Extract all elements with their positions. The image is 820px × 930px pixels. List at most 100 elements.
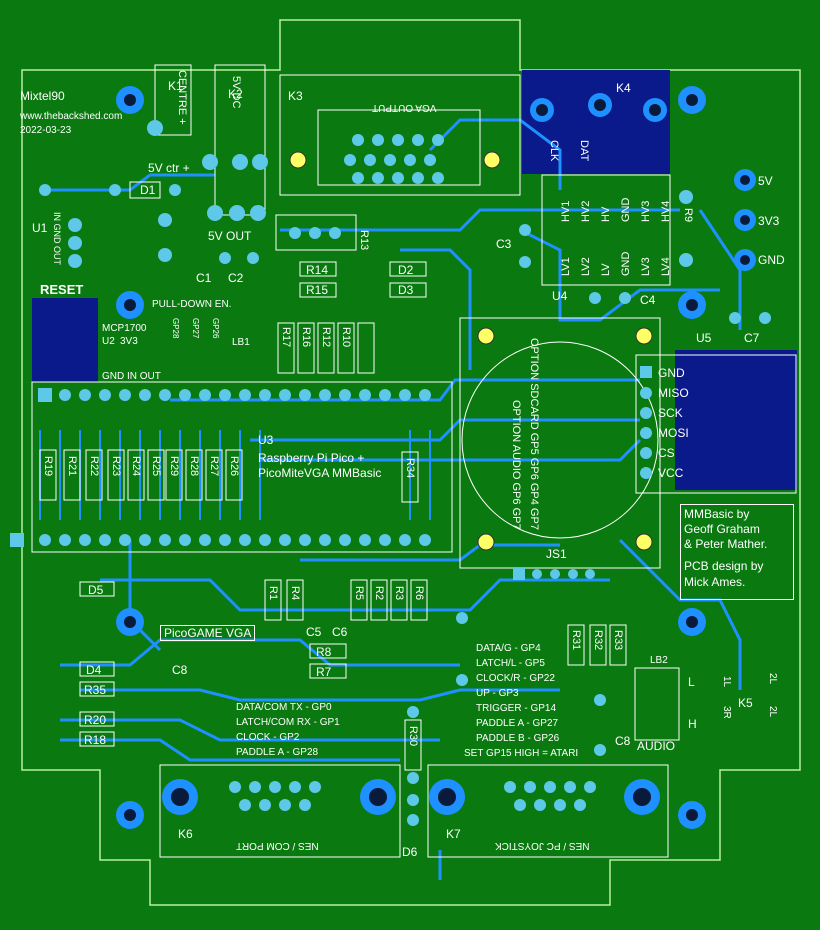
k6-text: NES / COM PORT bbox=[236, 840, 319, 851]
k7-text: NES / PC JOYSTICK bbox=[495, 840, 590, 851]
d5-label: D5 bbox=[88, 583, 104, 597]
lb1-label: LB1 bbox=[232, 337, 250, 348]
u5-label: U5 bbox=[696, 331, 712, 345]
sd-pin-gnd: GND bbox=[658, 366, 685, 380]
k3-text: VGA OUTPUT bbox=[372, 102, 437, 113]
k4-dat: DAT bbox=[578, 140, 590, 162]
r33-label: R33 bbox=[612, 630, 624, 651]
r15-label: R15 bbox=[306, 283, 329, 297]
u2-pins: GND IN OUT bbox=[102, 371, 161, 382]
u3-label: U3 bbox=[258, 433, 274, 447]
sd-pin-mosi: MOSI bbox=[658, 426, 689, 440]
sd-text-2: OPTION AUDIO GP6 GP7 bbox=[510, 400, 522, 530]
r21-label: R21 bbox=[66, 456, 78, 477]
nes-left-1: DATA/COM TX - GP0 bbox=[236, 702, 332, 713]
r29-label: R29 bbox=[168, 456, 180, 477]
nes-right-7: PADDLE B - GP26 bbox=[476, 733, 560, 744]
r14-label: R14 bbox=[306, 263, 329, 277]
nes-right-4: UP - GP3 bbox=[476, 688, 519, 699]
u5-copper bbox=[675, 350, 797, 490]
k7-label: K7 bbox=[446, 827, 461, 841]
hv-4: GND bbox=[620, 197, 632, 222]
u2-33: 3V3 bbox=[120, 336, 138, 347]
nes-left-4: PADDLE A - GP28 bbox=[236, 747, 319, 758]
lv-3: LV bbox=[600, 263, 612, 276]
c6-label: C6 bbox=[332, 625, 348, 639]
c2-label: C2 bbox=[228, 271, 244, 285]
r17-label: R17 bbox=[280, 327, 292, 348]
r7-label: R7 bbox=[316, 665, 332, 679]
r25-label: R25 bbox=[150, 456, 162, 477]
r1-label: R1 bbox=[267, 586, 279, 601]
nes-right-5: TRIGGER - GP14 bbox=[476, 703, 557, 714]
r3-label: R3 bbox=[393, 586, 405, 601]
title-line2: PicoMiteVGA MMBasic bbox=[258, 466, 382, 480]
r32-label: R32 bbox=[592, 630, 604, 651]
power-3v3: 3V3 bbox=[758, 214, 780, 228]
k2-text: 5V DC bbox=[230, 76, 242, 109]
lv-6: LV4 bbox=[660, 257, 672, 276]
sd-pin-cs: CS bbox=[658, 446, 675, 460]
gp26-label: GP26 bbox=[211, 318, 220, 339]
c8b-label: C8 bbox=[615, 734, 631, 748]
r8-label: R8 bbox=[316, 645, 332, 659]
hv-3: HV bbox=[600, 206, 612, 222]
credit-box bbox=[680, 504, 794, 600]
r5-label: R5 bbox=[353, 586, 365, 601]
hv-6: HV4 bbox=[660, 200, 672, 222]
js1-label: JS1 bbox=[546, 547, 567, 561]
lv-1: LV1 bbox=[560, 257, 572, 276]
hv-2: HV2 bbox=[580, 200, 592, 222]
nes-left-3: CLOCK - GP2 bbox=[236, 732, 300, 743]
u2-label: U2 bbox=[102, 336, 115, 347]
author-name: Mixtel90 bbox=[20, 89, 65, 103]
power-gnd: GND bbox=[758, 253, 785, 267]
d6-label: D6 bbox=[402, 845, 418, 859]
d3-label: D3 bbox=[398, 283, 414, 297]
sd-pin-sck: SCK bbox=[658, 406, 683, 420]
c8-label: C8 bbox=[172, 663, 188, 677]
nes-right-1: DATA/G - GP4 bbox=[476, 643, 541, 654]
r16-label: R16 bbox=[300, 327, 312, 348]
author-url: www.thebackshed.com bbox=[20, 111, 123, 122]
r35-label: R35 bbox=[84, 683, 107, 697]
author-date: 2022-03-23 bbox=[20, 125, 72, 136]
audio-2l: 2L bbox=[767, 673, 778, 685]
audio-3r: 3R bbox=[721, 706, 732, 719]
r27-label: R27 bbox=[208, 456, 220, 477]
k1-text: CENTRE + bbox=[176, 70, 188, 125]
audio-h: H bbox=[688, 717, 697, 731]
r10-label: R10 bbox=[340, 327, 352, 348]
d1-label: D1 bbox=[140, 183, 156, 197]
nes-right-6: PADDLE A - GP27 bbox=[476, 718, 559, 729]
credit-5: Mick Ames. bbox=[684, 575, 746, 589]
title-line1: Raspberry Pi Pico + bbox=[258, 451, 365, 465]
k4-copper bbox=[522, 70, 670, 174]
power-5v: 5V bbox=[758, 174, 773, 188]
k4-clk: CLK bbox=[548, 140, 560, 162]
credit-3: & Peter Mather. bbox=[684, 537, 768, 551]
r6-label: R6 bbox=[413, 586, 425, 601]
c4-label: C4 bbox=[640, 293, 656, 307]
nes-left-2: LATCH/COM RX - GP1 bbox=[236, 717, 340, 728]
k4-label: K4 bbox=[616, 81, 631, 95]
nes-right-2: LATCH/L - GP5 bbox=[476, 658, 545, 669]
lv-4: GND bbox=[620, 251, 632, 276]
mcp-label: MCP1700 bbox=[102, 323, 147, 334]
power-out: 5V OUT bbox=[208, 229, 252, 243]
audio-2l-b: 2L bbox=[767, 706, 778, 718]
audio-1l: 1L bbox=[721, 676, 732, 688]
r18-label: R18 bbox=[84, 733, 107, 747]
power-ctr: 5V ctr + bbox=[148, 161, 190, 175]
nes-right-8: SET GP15 HIGH = ATARI bbox=[464, 748, 579, 759]
mounting-holes bbox=[116, 86, 706, 829]
audio-label: AUDIO bbox=[637, 739, 676, 753]
r26-label: R26 bbox=[228, 456, 240, 477]
lb2-label: LB2 bbox=[650, 655, 668, 666]
r4-label: R4 bbox=[289, 586, 301, 601]
lv-5: LV3 bbox=[640, 257, 652, 276]
d4-label: D4 bbox=[86, 663, 102, 677]
c3-label: C3 bbox=[496, 237, 512, 251]
pulldown-label: PULL-DOWN EN. bbox=[152, 299, 232, 310]
